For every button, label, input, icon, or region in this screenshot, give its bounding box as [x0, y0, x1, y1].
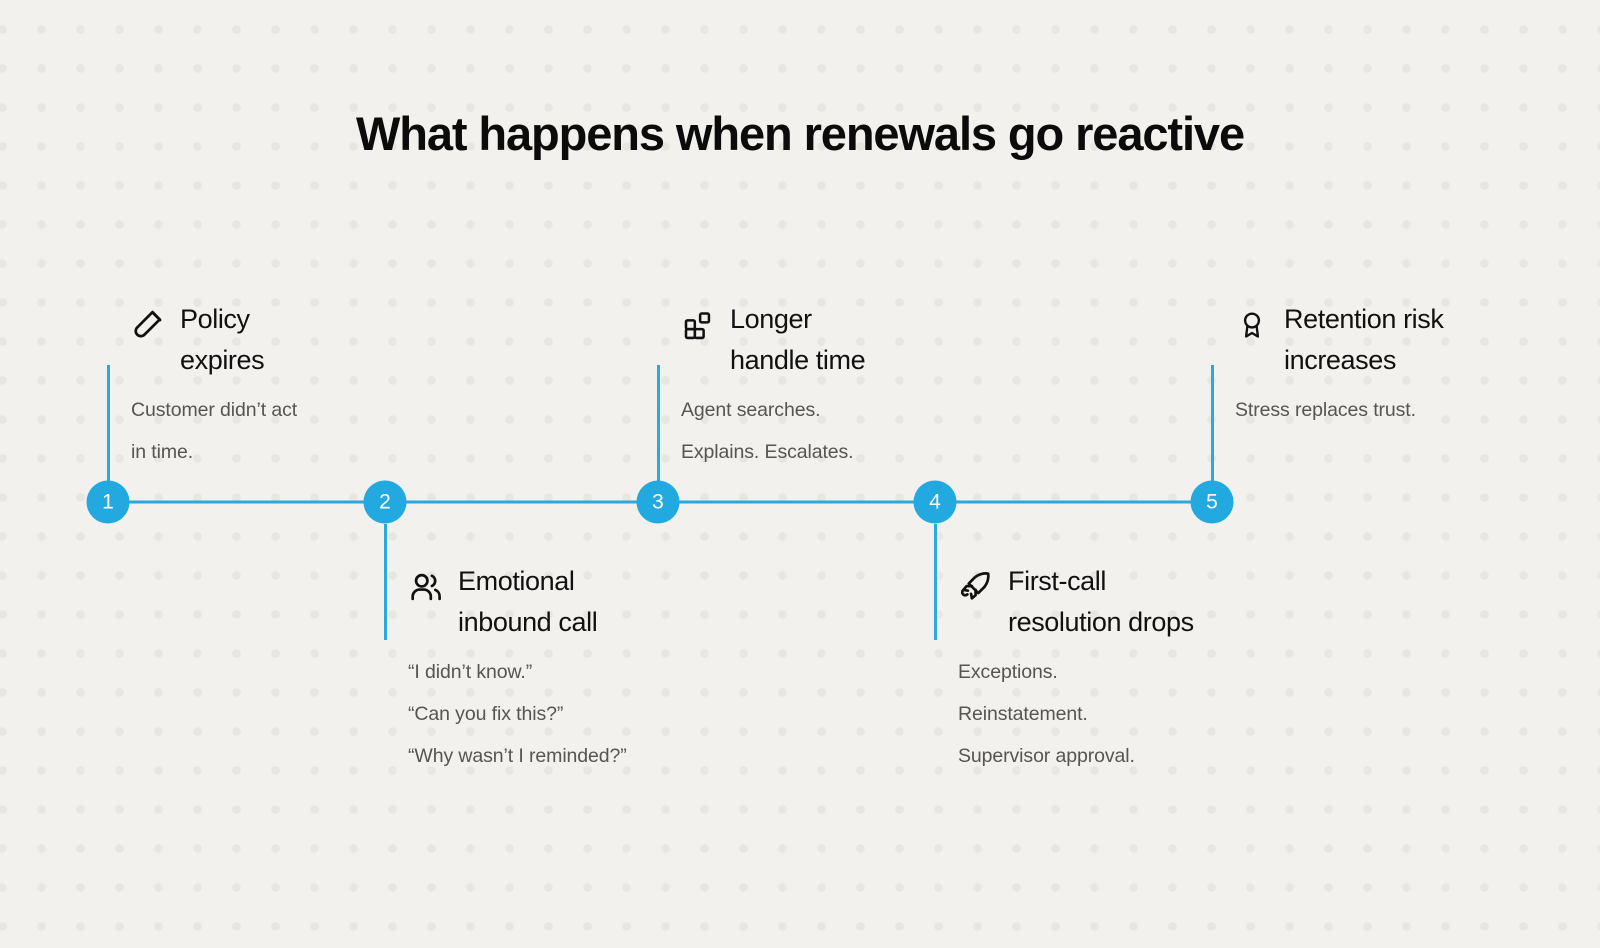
- timeline-item-2-line-1: “I didn’t know.”: [408, 661, 533, 683]
- award-ribbon-icon: [1234, 303, 1270, 347]
- timeline-stem-4: [934, 524, 937, 640]
- rocket-icon: [958, 565, 994, 609]
- timeline-item-2: Emotional inbound call “I didn’t know.” …: [408, 561, 738, 778]
- timeline-item-4-header: First-call resolution drops: [958, 561, 1318, 642]
- timeline-item-3-header: Longer handle time: [681, 299, 1011, 380]
- timeline-item-4-line-1: Exceptions.: [958, 661, 1058, 683]
- timeline-node-2[interactable]: 2: [363, 480, 407, 524]
- timeline-item-3-line-2: Explains. Escalates.: [681, 440, 854, 463]
- timeline-item-2-lines: “I didn’t know.” “Can you fix this?” “Wh…: [408, 652, 738, 778]
- timeline-item-2-header: Emotional inbound call: [408, 561, 738, 642]
- timeline-item-3-lines: Agent searches. Explains. Escalates.: [681, 390, 1011, 474]
- page-title: What happens when renewals go reactive: [355, 107, 1245, 160]
- timeline-item-5-lines: Stress replaces trust.: [1235, 390, 1565, 432]
- timeline-stem-2: [384, 524, 387, 640]
- timeline-item-5-line-1: Stress replaces trust.: [1235, 399, 1416, 421]
- test-tube-icon: [130, 303, 166, 347]
- timeline-item-2-line-3: “Why wasn’t I reminded?”: [408, 744, 627, 767]
- timeline-item-4-lines: Exceptions. Reinstatement. Supervisor ap…: [958, 652, 1318, 778]
- timeline-node-1[interactable]: 1: [86, 480, 130, 524]
- timeline-item-5-title: Retention risk increases: [1284, 304, 1444, 375]
- timeline-stem-3: [657, 365, 660, 481]
- timeline-item-2-line-2: “Can you fix this?”: [408, 702, 564, 725]
- timeline-node-4[interactable]: 4: [913, 480, 957, 524]
- timeline-item-1-lines: Customer didn’t act in time.: [131, 390, 461, 474]
- timeline-item-2-title: Emotional inbound call: [458, 566, 598, 637]
- timeline-item-4-line-2: Reinstatement.: [958, 702, 1088, 725]
- timeline-item-5-header: Retention risk increases: [1235, 299, 1565, 380]
- timeline-node-3[interactable]: 3: [636, 480, 680, 524]
- timeline-stem-1: [107, 365, 110, 481]
- timeline-item-4: First-call resolution drops Exceptions. …: [958, 561, 1318, 778]
- timeline-node-5[interactable]: 5: [1190, 480, 1234, 524]
- timeline-item-1: Policy expires Customer didn’t act in ti…: [131, 299, 461, 474]
- timeline-item-3: Longer handle time Agent searches. Expla…: [681, 299, 1011, 474]
- timeline-item-1-line-1: Customer didn’t act: [131, 399, 298, 421]
- timeline-stem-5: [1211, 365, 1214, 481]
- timeline-item-4-line-3: Supervisor approval.: [958, 744, 1135, 767]
- timeline-item-3-title: Longer handle time: [730, 304, 866, 375]
- timeline-item-1-line-2: in time.: [131, 440, 194, 463]
- timeline-item-1-header: Policy expires: [131, 299, 461, 380]
- layout-grid-icon: [680, 303, 716, 347]
- timeline-item-1-title: Policy expires: [180, 304, 265, 375]
- users-icon: [408, 565, 444, 609]
- timeline-item-5: Retention risk increases Stress replaces…: [1235, 299, 1565, 432]
- timeline-item-3-line-1: Agent searches.: [681, 399, 821, 421]
- timeline-item-4-title: First-call resolution drops: [1008, 566, 1194, 637]
